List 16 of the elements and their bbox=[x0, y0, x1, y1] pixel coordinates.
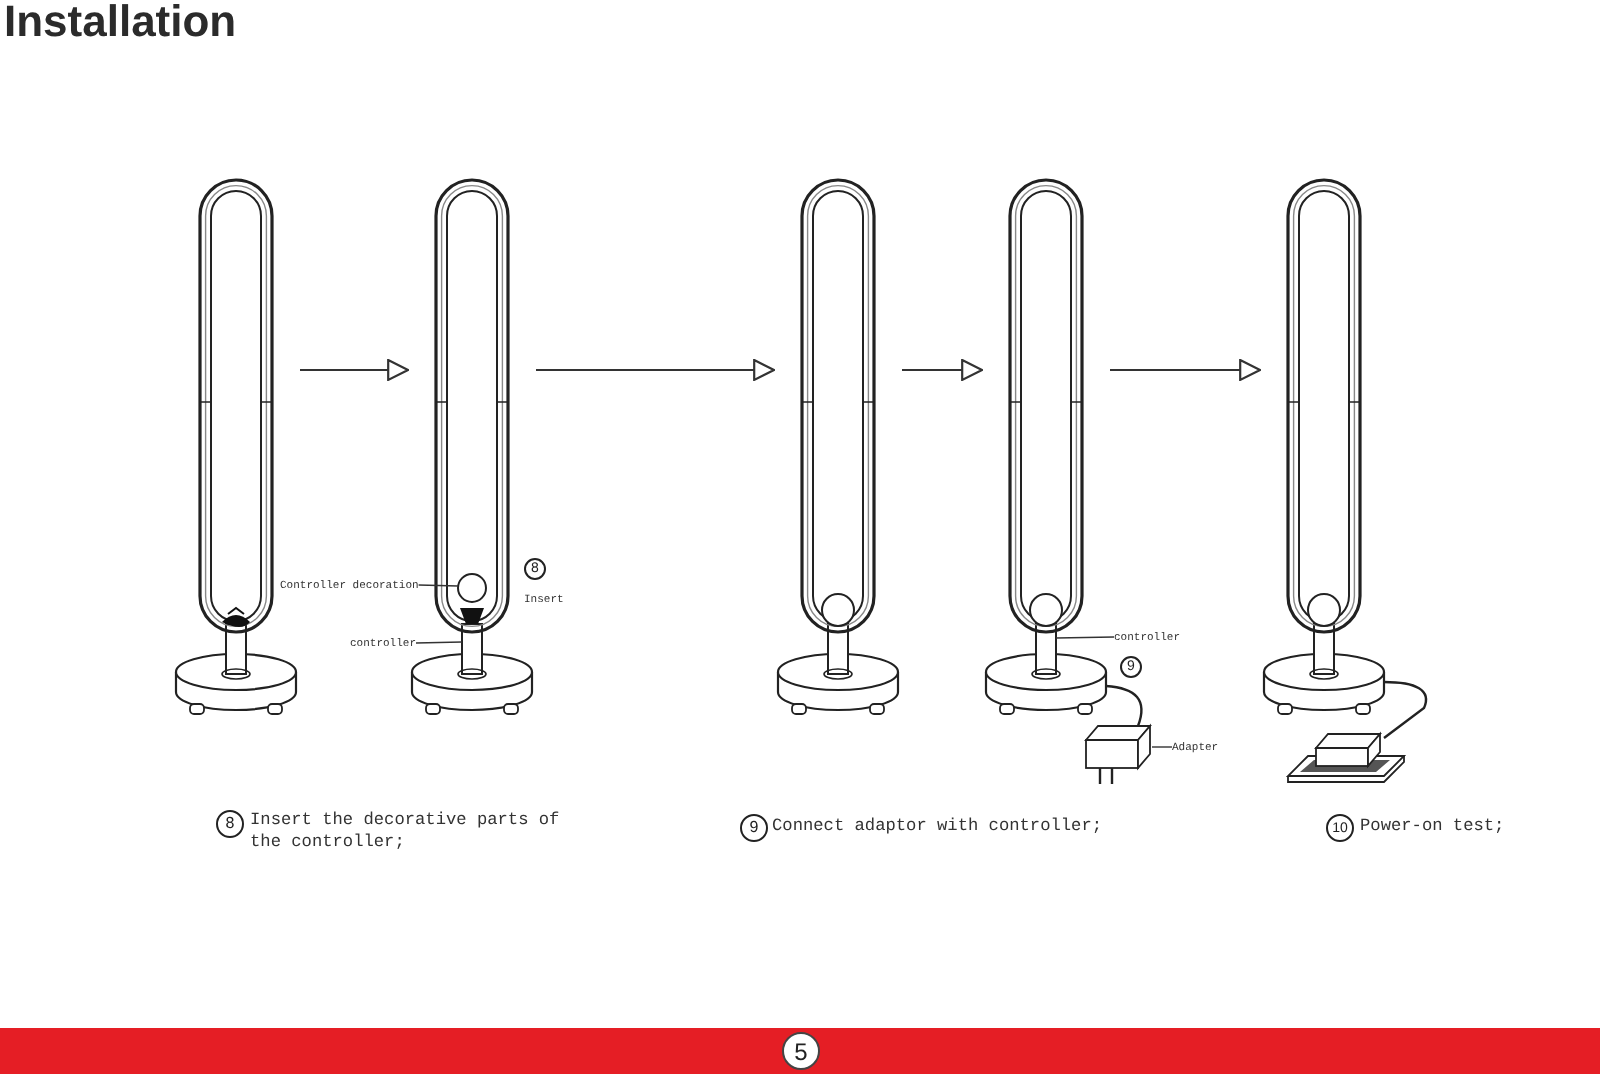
step-caption: Connect adaptor with controller; bbox=[772, 816, 1105, 838]
leader-line bbox=[415, 641, 463, 644]
leader-line bbox=[1151, 746, 1173, 748]
power-adapter-drawing bbox=[1082, 684, 1152, 786]
floor-lamp-drawing bbox=[982, 176, 1110, 720]
step-number: 9 bbox=[740, 814, 768, 842]
arrow bbox=[1110, 359, 1262, 381]
floor-lamp-drawing bbox=[774, 176, 902, 720]
step-caption: Power-on test; bbox=[1360, 816, 1507, 838]
step-caption: Insert the decorative parts of the controller; bbox=[250, 810, 562, 854]
arrow bbox=[902, 359, 984, 381]
step-number: 8 bbox=[216, 810, 244, 838]
page-title: Installation bbox=[4, 0, 237, 46]
arrow bbox=[300, 359, 410, 381]
floor-lamp-drawing bbox=[1260, 176, 1432, 788]
arrow bbox=[536, 359, 776, 381]
